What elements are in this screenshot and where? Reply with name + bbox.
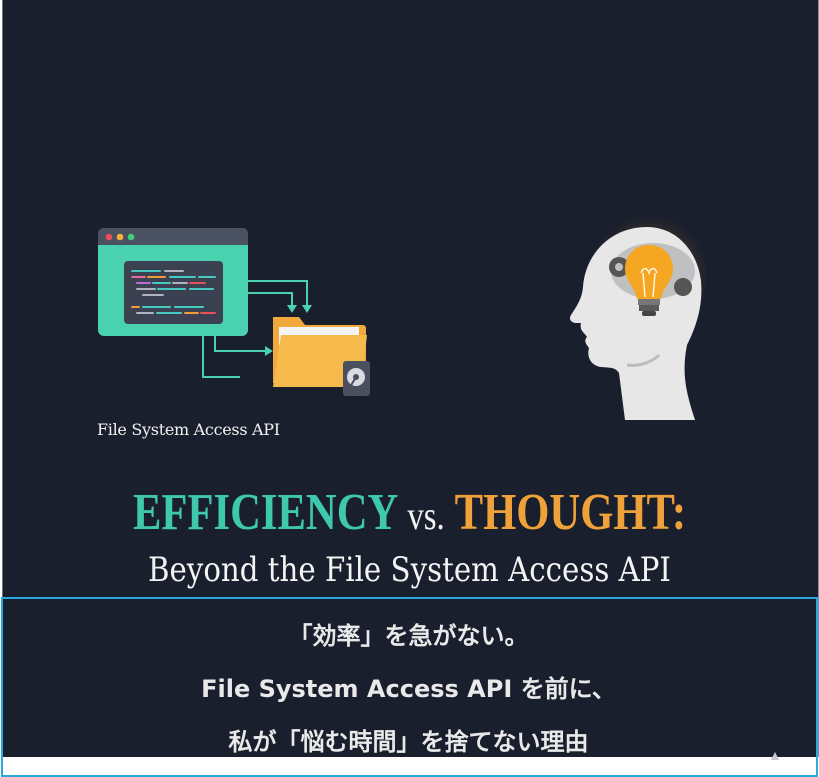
headline-efficiency: EFFICIENCY bbox=[132, 484, 397, 541]
arrow-connectors bbox=[202, 280, 308, 378]
main-headline: EFFICIENCY vs. THOUGHT: bbox=[74, 484, 746, 545]
illustration-caption: File System Access API bbox=[97, 420, 280, 439]
caption-overlay-frame bbox=[1, 597, 818, 777]
headline-vs: vs. bbox=[407, 493, 445, 538]
hard-drive-icon bbox=[343, 361, 370, 396]
code-window-icon bbox=[98, 228, 248, 336]
overlay-line-1: 「効率」を急がない。 bbox=[288, 622, 529, 650]
headline-thought: THOUGHT: bbox=[454, 484, 687, 541]
overlay-bottom-band bbox=[3, 759, 816, 775]
thinking-head-illustration bbox=[569, 215, 705, 420]
file-system-illustration bbox=[98, 228, 370, 396]
overlay-line-2: File System Access API を前に、 bbox=[201, 675, 616, 703]
triangle-marker-icon bbox=[771, 752, 779, 760]
lightbulb-icon bbox=[625, 245, 673, 316]
overlay-line-3: 私が「悩む時間」を捨てない理由 bbox=[228, 728, 589, 756]
gear-icon bbox=[609, 257, 692, 296]
folder-icon bbox=[273, 317, 367, 387]
subtitle: Beyond the File System Access API bbox=[148, 550, 671, 590]
